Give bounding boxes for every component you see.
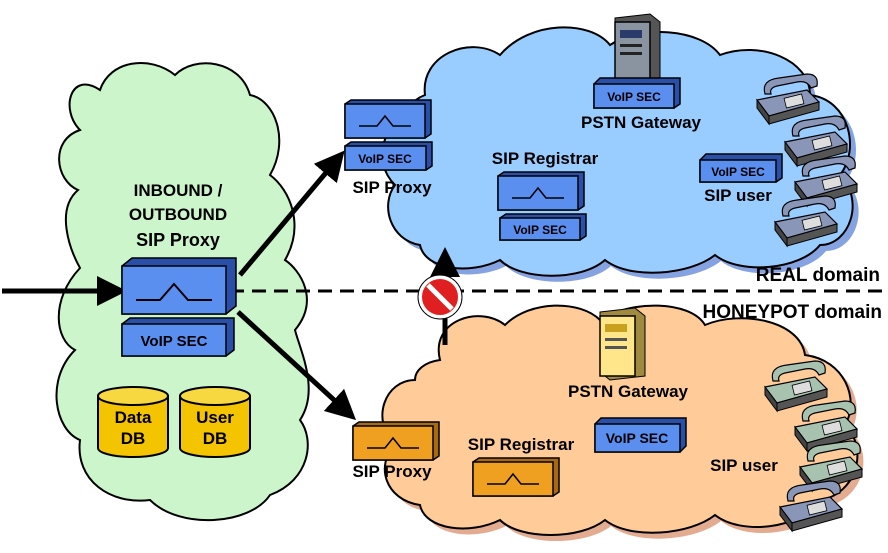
user-db-label-line2: DB xyxy=(203,429,228,448)
real-pstn-gateway-label: PSTN Gateway xyxy=(581,113,702,132)
user-db-label-line1: User xyxy=(196,408,234,427)
real-sip-proxy-label: SIP Proxy xyxy=(352,178,432,197)
real-server-icon xyxy=(614,13,661,89)
inbound-voip-sec-box[interactable]: VoIP SEC xyxy=(121,317,235,357)
honeypot-sip-proxy-device[interactable] xyxy=(352,421,440,461)
no-entry-icon xyxy=(417,274,463,320)
user-db-icon: User DB xyxy=(179,386,251,458)
arrow-to-real-proxy xyxy=(238,150,345,277)
arrow-to-honeypot-proxy xyxy=(236,310,357,421)
inbound-title-line2: OUTBOUND xyxy=(129,205,227,224)
real-user-voip-sec-box[interactable]: VoIP SEC xyxy=(699,153,783,183)
inbound-title-line1: INBOUND / xyxy=(134,181,223,200)
honeypot-voip-sec-box[interactable]: VoIP SEC xyxy=(594,417,687,453)
real-sip-user-label: SIP user xyxy=(704,186,772,205)
real-registrar-voip-sec-box[interactable]: VoIP SEC xyxy=(499,213,587,241)
real-sip-registrar-label: SIP Registrar xyxy=(492,149,599,168)
inbound-title-line3: SIP Proxy xyxy=(136,230,220,250)
real-proxy-voip-sec-box[interactable]: VoIP SEC xyxy=(344,141,433,171)
real-sip-proxy-device[interactable] xyxy=(344,99,432,139)
inbound-sip-proxy-device[interactable] xyxy=(121,257,237,315)
real-domain-label: REAL domain xyxy=(756,265,880,286)
data-db-label-line2: DB xyxy=(121,429,146,448)
honeypot-domain-label: HONEYPOT domain xyxy=(703,302,882,323)
real-user-voip-sec-label: VoIP SEC xyxy=(711,165,765,179)
real-gateway-voip-sec-label: VoIP SEC xyxy=(607,90,661,104)
real-proxy-voip-sec-label: VoIP SEC xyxy=(358,152,412,166)
honeypot-pstn-gateway-label: PSTN Gateway xyxy=(568,382,689,401)
honeypot-sip-user-label: SIP user xyxy=(710,456,778,475)
honeypot-sip-registrar-device[interactable] xyxy=(472,457,560,497)
honeypot-sip-proxy-label: SIP Proxy xyxy=(352,462,432,481)
real-sip-registrar-device[interactable] xyxy=(497,171,585,211)
honeypot-voip-sec-label: VoIP SEC xyxy=(606,430,669,446)
real-cloud xyxy=(381,26,854,277)
honeypot-server-icon xyxy=(599,307,646,381)
inbound-voip-sec-label: VoIP SEC xyxy=(141,333,208,350)
data-db-label-line1: Data xyxy=(115,408,152,427)
real-registrar-voip-sec-label: VoIP SEC xyxy=(513,223,567,237)
honeypot-sip-registrar-label: SIP Registrar xyxy=(468,435,575,454)
real-gateway-voip-sec-box[interactable]: VoIP SEC xyxy=(593,77,681,109)
data-db-icon: Data DB xyxy=(97,386,169,458)
